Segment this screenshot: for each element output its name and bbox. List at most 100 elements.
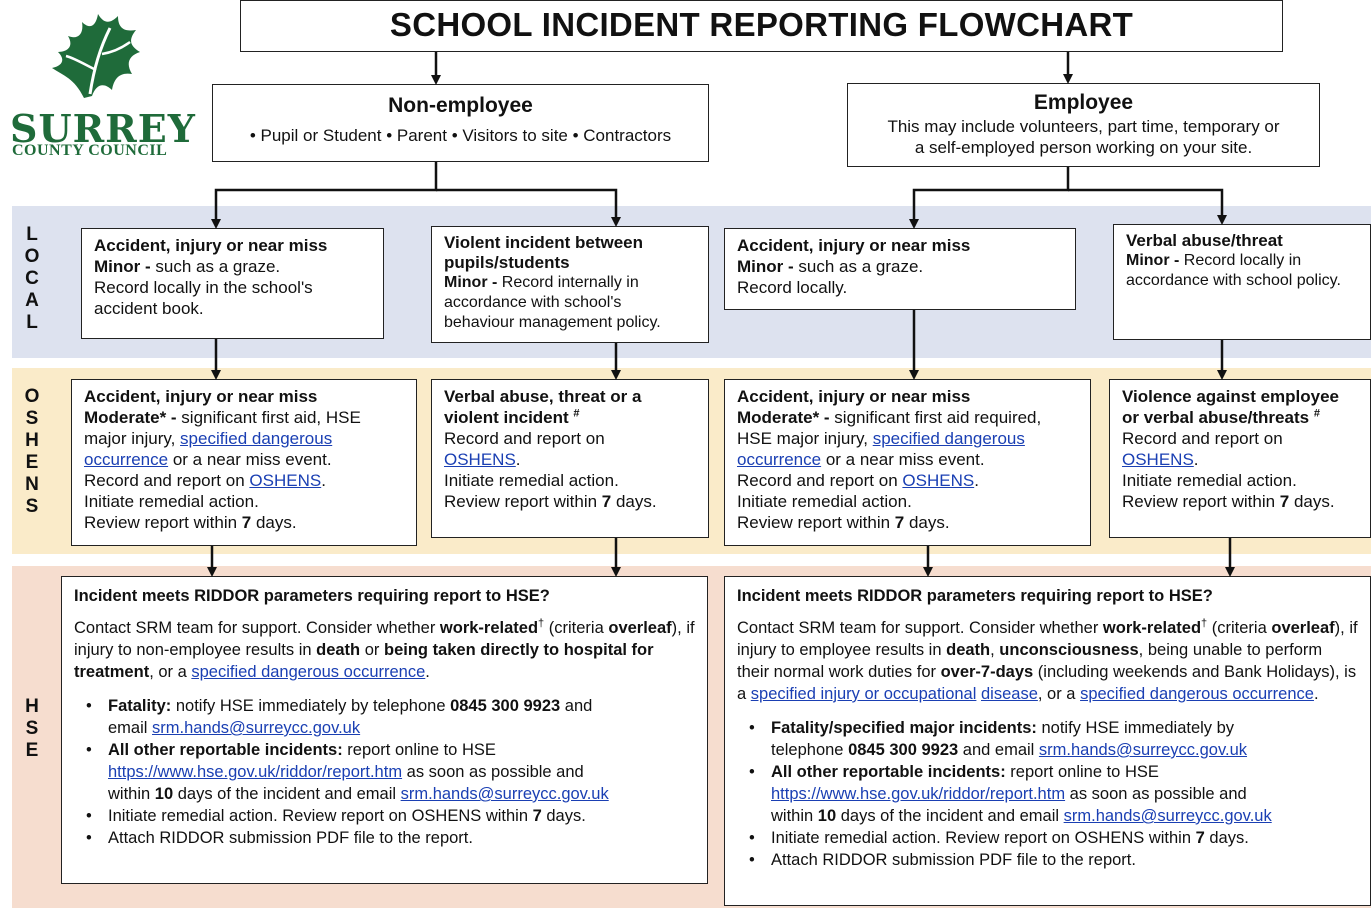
footnote-mark: † [538, 617, 545, 630]
box-line: . [321, 471, 326, 490]
riddor-report-link[interactable]: https://www.hse.gov.uk/riddor/report.htm [771, 785, 1066, 803]
box-title: Accident, injury or near miss [737, 387, 971, 406]
list-item: All other reportable incidents: report o… [74, 739, 695, 805]
logo-name: SURREY [10, 106, 196, 151]
email-link[interactable]: srm.hands@surreycc.gov.uk [1063, 807, 1272, 825]
para-bold: being taken [383, 641, 476, 659]
para-bold: death [946, 641, 991, 659]
oshens-violence-employee-box: Violence against employee or verbal abus… [1109, 379, 1371, 538]
oshens-link[interactable]: OSHENS [249, 471, 322, 490]
para-text: as soon as possible and [402, 763, 584, 781]
review-days: 7 [1279, 492, 1290, 511]
list-item: Fatality: notify HSE immediately by tele… [74, 695, 695, 739]
para-text: report online to HSE [342, 741, 496, 759]
list-item: All other reportable incidents: report o… [737, 761, 1358, 827]
list-item: Initiate remedial action. Review report … [737, 827, 1358, 849]
box-title: or verbal abuse/threats [1122, 408, 1310, 427]
specified-injury-link[interactable]: specified injury or occupational [750, 685, 977, 703]
side-label-letter: A [25, 290, 39, 311]
review-text: Review report within [444, 492, 602, 511]
side-label-letter: C [25, 268, 39, 289]
para-text: ), if injury to non-employee results in [74, 619, 695, 659]
hse-employee-box: Incident meets RIDDOR parameters requiri… [724, 576, 1371, 906]
specified-dangerous-occurrence-link[interactable]: specified dangerous [872, 429, 1025, 448]
para-text: telephone [771, 741, 849, 759]
side-label-letter: O [24, 246, 40, 267]
side-label-letter: N [25, 474, 39, 495]
box-title: Accident, injury or near miss [84, 387, 318, 406]
occurrence-link[interactable]: occurrence [84, 450, 169, 469]
review-text: Review report within [1122, 492, 1280, 511]
list-item: Attach RIDDOR submission PDF file to the… [74, 827, 695, 849]
hse-phone: 0845 300 9923 [450, 697, 561, 715]
para-text: . [425, 663, 430, 681]
para-text: , being [1138, 641, 1189, 659]
para-text: email [108, 719, 153, 737]
local-employee-accident-box: Accident, injury or near miss Minor - su… [724, 228, 1076, 310]
occurrence-link[interactable]: occurrence [737, 450, 822, 469]
side-label-letter: H [25, 696, 39, 717]
minor-label: Minor - [737, 257, 794, 276]
box-line: or a near miss event. [168, 450, 332, 469]
para-text: weekends and Bank Holidays), is a [737, 663, 1357, 703]
minor-text: such as a graze. [150, 257, 281, 276]
box-line: Initiate remedial action. [84, 492, 259, 511]
para-text: , [990, 641, 1000, 659]
para-text: Contact SRM team for support. Consider w… [74, 619, 440, 637]
para-bold: 7 [1195, 829, 1205, 847]
employee-heading: Employee [1033, 91, 1134, 114]
riddor-actions-list: Fatality/specified major incidents: noti… [737, 717, 1358, 871]
review-text: days. [611, 492, 657, 511]
box-line: . [515, 450, 521, 469]
review-text: days. [251, 513, 297, 532]
local-violent-incident-box: Violent incident between pupils/students… [431, 226, 709, 343]
para-text: notify HSE immediately by [1036, 719, 1235, 737]
para-text: and [560, 697, 593, 715]
riddor-actions-list: Fatality: notify HSE immediately by tele… [74, 695, 695, 849]
list-item: Attach RIDDOR submission PDF file to the… [737, 849, 1358, 871]
list-item: Fatality/specified major incidents: noti… [737, 717, 1358, 761]
para-text: , or a [1037, 685, 1081, 703]
para-bold: Fatality/specified major incidents: [771, 719, 1037, 737]
para-bold: Fatality: [108, 697, 172, 715]
para-text: Attach RIDDOR submission PDF file to the… [108, 829, 473, 847]
oshens-link[interactable]: OSHENS [1122, 450, 1194, 469]
email-link[interactable]: srm.hands@surreycc.gov.uk [400, 785, 609, 803]
riddor-report-link[interactable]: https://www.hse.gov.uk/riddor/report.htm [108, 763, 403, 781]
para-text: as soon as possible and [1065, 785, 1247, 803]
para-text: days. [1204, 829, 1249, 847]
side-label-letter: H [25, 430, 39, 451]
side-label-letter: S [25, 408, 39, 429]
oshens-link[interactable]: OSHENS [444, 450, 516, 469]
local-verbal-abuse-box: Verbal abuse/threat Minor - Record local… [1113, 224, 1371, 340]
email-link[interactable]: srm.hands@surreycc.gov.uk [152, 719, 361, 737]
para-bold: All other reportable incidents: [771, 763, 1006, 781]
para-text: (criteria [544, 619, 604, 637]
side-label-letter: L [26, 312, 38, 333]
moderate-label: Moderate* - [737, 408, 830, 427]
review-days: 7 [894, 513, 905, 532]
minor-text: Record internally in [497, 274, 639, 291]
oak-leaf-icon [52, 14, 140, 98]
para-bold: 7 [532, 807, 542, 825]
email-link[interactable]: srm.hands@surreycc.gov.uk [1038, 741, 1248, 759]
box-line: accordance with school's [444, 294, 622, 311]
para-bold: unconsciousness [999, 641, 1139, 659]
box-title: Accident, injury or near miss [94, 236, 328, 255]
oshens-link[interactable]: OSHENS [902, 471, 975, 490]
disease-link[interactable]: disease [981, 685, 1038, 703]
specified-dangerous-occurrence-link[interactable]: specified dangerous [180, 429, 333, 448]
para-text: (including [1033, 663, 1109, 681]
review-text: Review report within [737, 513, 895, 532]
para-bold: 10 [154, 785, 174, 803]
specified-dangerous-occurrence-link[interactable]: specified dangerous occurrence [191, 663, 426, 681]
para-text: days. [541, 807, 586, 825]
list-item: Initiate remedial action. Review report … [74, 805, 695, 827]
para-text: Initiate remedial action. Review report … [108, 807, 533, 825]
box-title: Verbal abuse, threat or a [444, 387, 642, 406]
review-text: days. [904, 513, 950, 532]
specified-dangerous-occurrence-link[interactable]: specified dangerous occurrence [1080, 685, 1314, 703]
para-text: or [360, 641, 384, 659]
footnote-mark: † [1201, 617, 1208, 630]
box-line: HSE major injury, [737, 429, 873, 448]
